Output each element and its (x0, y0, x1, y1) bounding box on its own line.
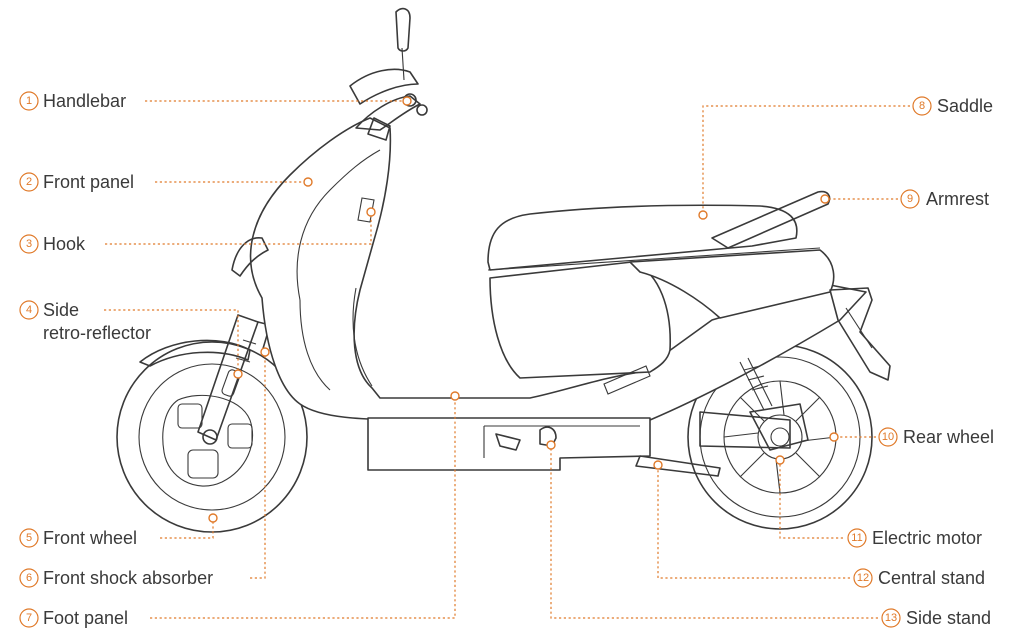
leader-4 (104, 309, 239, 374)
handlebar-drawing (349, 7, 428, 141)
scooter-illustration (116, 7, 891, 533)
leader-6 (250, 352, 266, 579)
callout-text: Armrest (926, 189, 989, 209)
callout-number: 8 (919, 100, 925, 112)
callout-label-7: 7 Foot panel (19, 608, 128, 628)
callout-label-12: 12 Central stand (853, 568, 985, 588)
callout-number: 9 (907, 193, 913, 205)
front-shield-drawing (249, 117, 867, 421)
callout-label-8: 8 Saddle (912, 96, 993, 116)
callout-text: Hook (43, 234, 86, 254)
callout-text: Electric motor (872, 528, 982, 548)
callout-label-10: 10 Rear wheel (878, 427, 994, 447)
callout-label-1: 1 Handlebar (19, 91, 126, 111)
callout-number: 13 (885, 612, 897, 624)
front-fork-drawing (197, 314, 271, 441)
callout-label-5: 5 Front wheel (19, 528, 137, 548)
callout-number: 7 (26, 612, 32, 624)
callout-number: 6 (26, 572, 32, 584)
callout-label-4: 4 Side retro-reflector (19, 300, 151, 343)
callout-text-line2: retro-reflector (43, 323, 151, 343)
callout-label-6: 6 Front shock absorber (19, 568, 213, 588)
callout-label-13: 13 Side stand (881, 608, 991, 628)
callout-number: 10 (882, 431, 894, 443)
callout-text: Saddle (937, 96, 993, 116)
saddle-drawing (487, 204, 798, 271)
callout-dots (208, 96, 839, 523)
leader-3 (105, 212, 372, 245)
callout-number: 5 (26, 532, 32, 544)
leader-5 (160, 518, 214, 539)
callout-text: Central stand (878, 568, 985, 588)
leader-13 (550, 445, 878, 619)
callout-text: Front shock absorber (43, 568, 213, 588)
callout-leaders (104, 100, 910, 619)
callout-number: 2 (26, 176, 32, 188)
callout-text: Rear wheel (903, 427, 994, 447)
callout-text: Handlebar (43, 91, 126, 111)
leader-11 (779, 460, 843, 539)
callout-label-3: 3 Hook (19, 234, 86, 254)
callout-text: Side (43, 300, 79, 320)
callout-text: Front panel (43, 172, 134, 192)
armrest-drawing (711, 190, 831, 249)
callout-number: 4 (26, 304, 32, 316)
callout-text: Foot panel (43, 608, 128, 628)
leader-8 (702, 105, 910, 215)
callout-label-2: 2 Front panel (19, 172, 134, 192)
callout-text: Side stand (906, 608, 991, 628)
leader-12 (657, 465, 850, 579)
callout-number: 12 (857, 572, 869, 584)
callout-number: 3 (26, 238, 32, 250)
callout-number: 11 (851, 532, 862, 544)
leader-7 (150, 396, 456, 619)
callout-label-11: 11 Electric motor (847, 528, 982, 548)
callout-label-9: 9 Armrest (900, 189, 989, 209)
front-fender-drawing (139, 339, 251, 367)
side-body-panel-drawing (489, 261, 671, 379)
callout-text: Front wheel (43, 528, 137, 548)
callout-number: 1 (26, 95, 32, 107)
